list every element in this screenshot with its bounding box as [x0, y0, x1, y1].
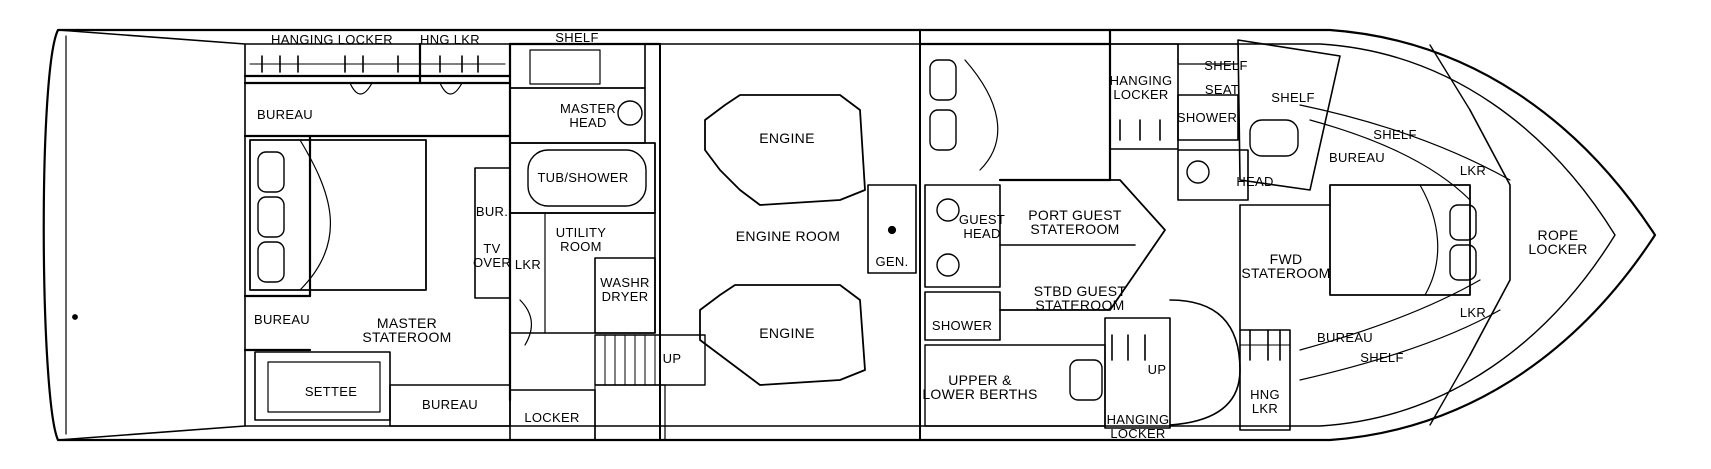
generator [867, 184, 917, 274]
fwd-bed [1329, 184, 1471, 296]
engine-stbd-outline [699, 284, 866, 386]
master-bed [249, 139, 427, 291]
engine-port-outline [704, 94, 866, 206]
hull-inner-outline [244, 43, 1616, 427]
stern-deck [57, 29, 246, 441]
hull-outline [42, 28, 1657, 442]
